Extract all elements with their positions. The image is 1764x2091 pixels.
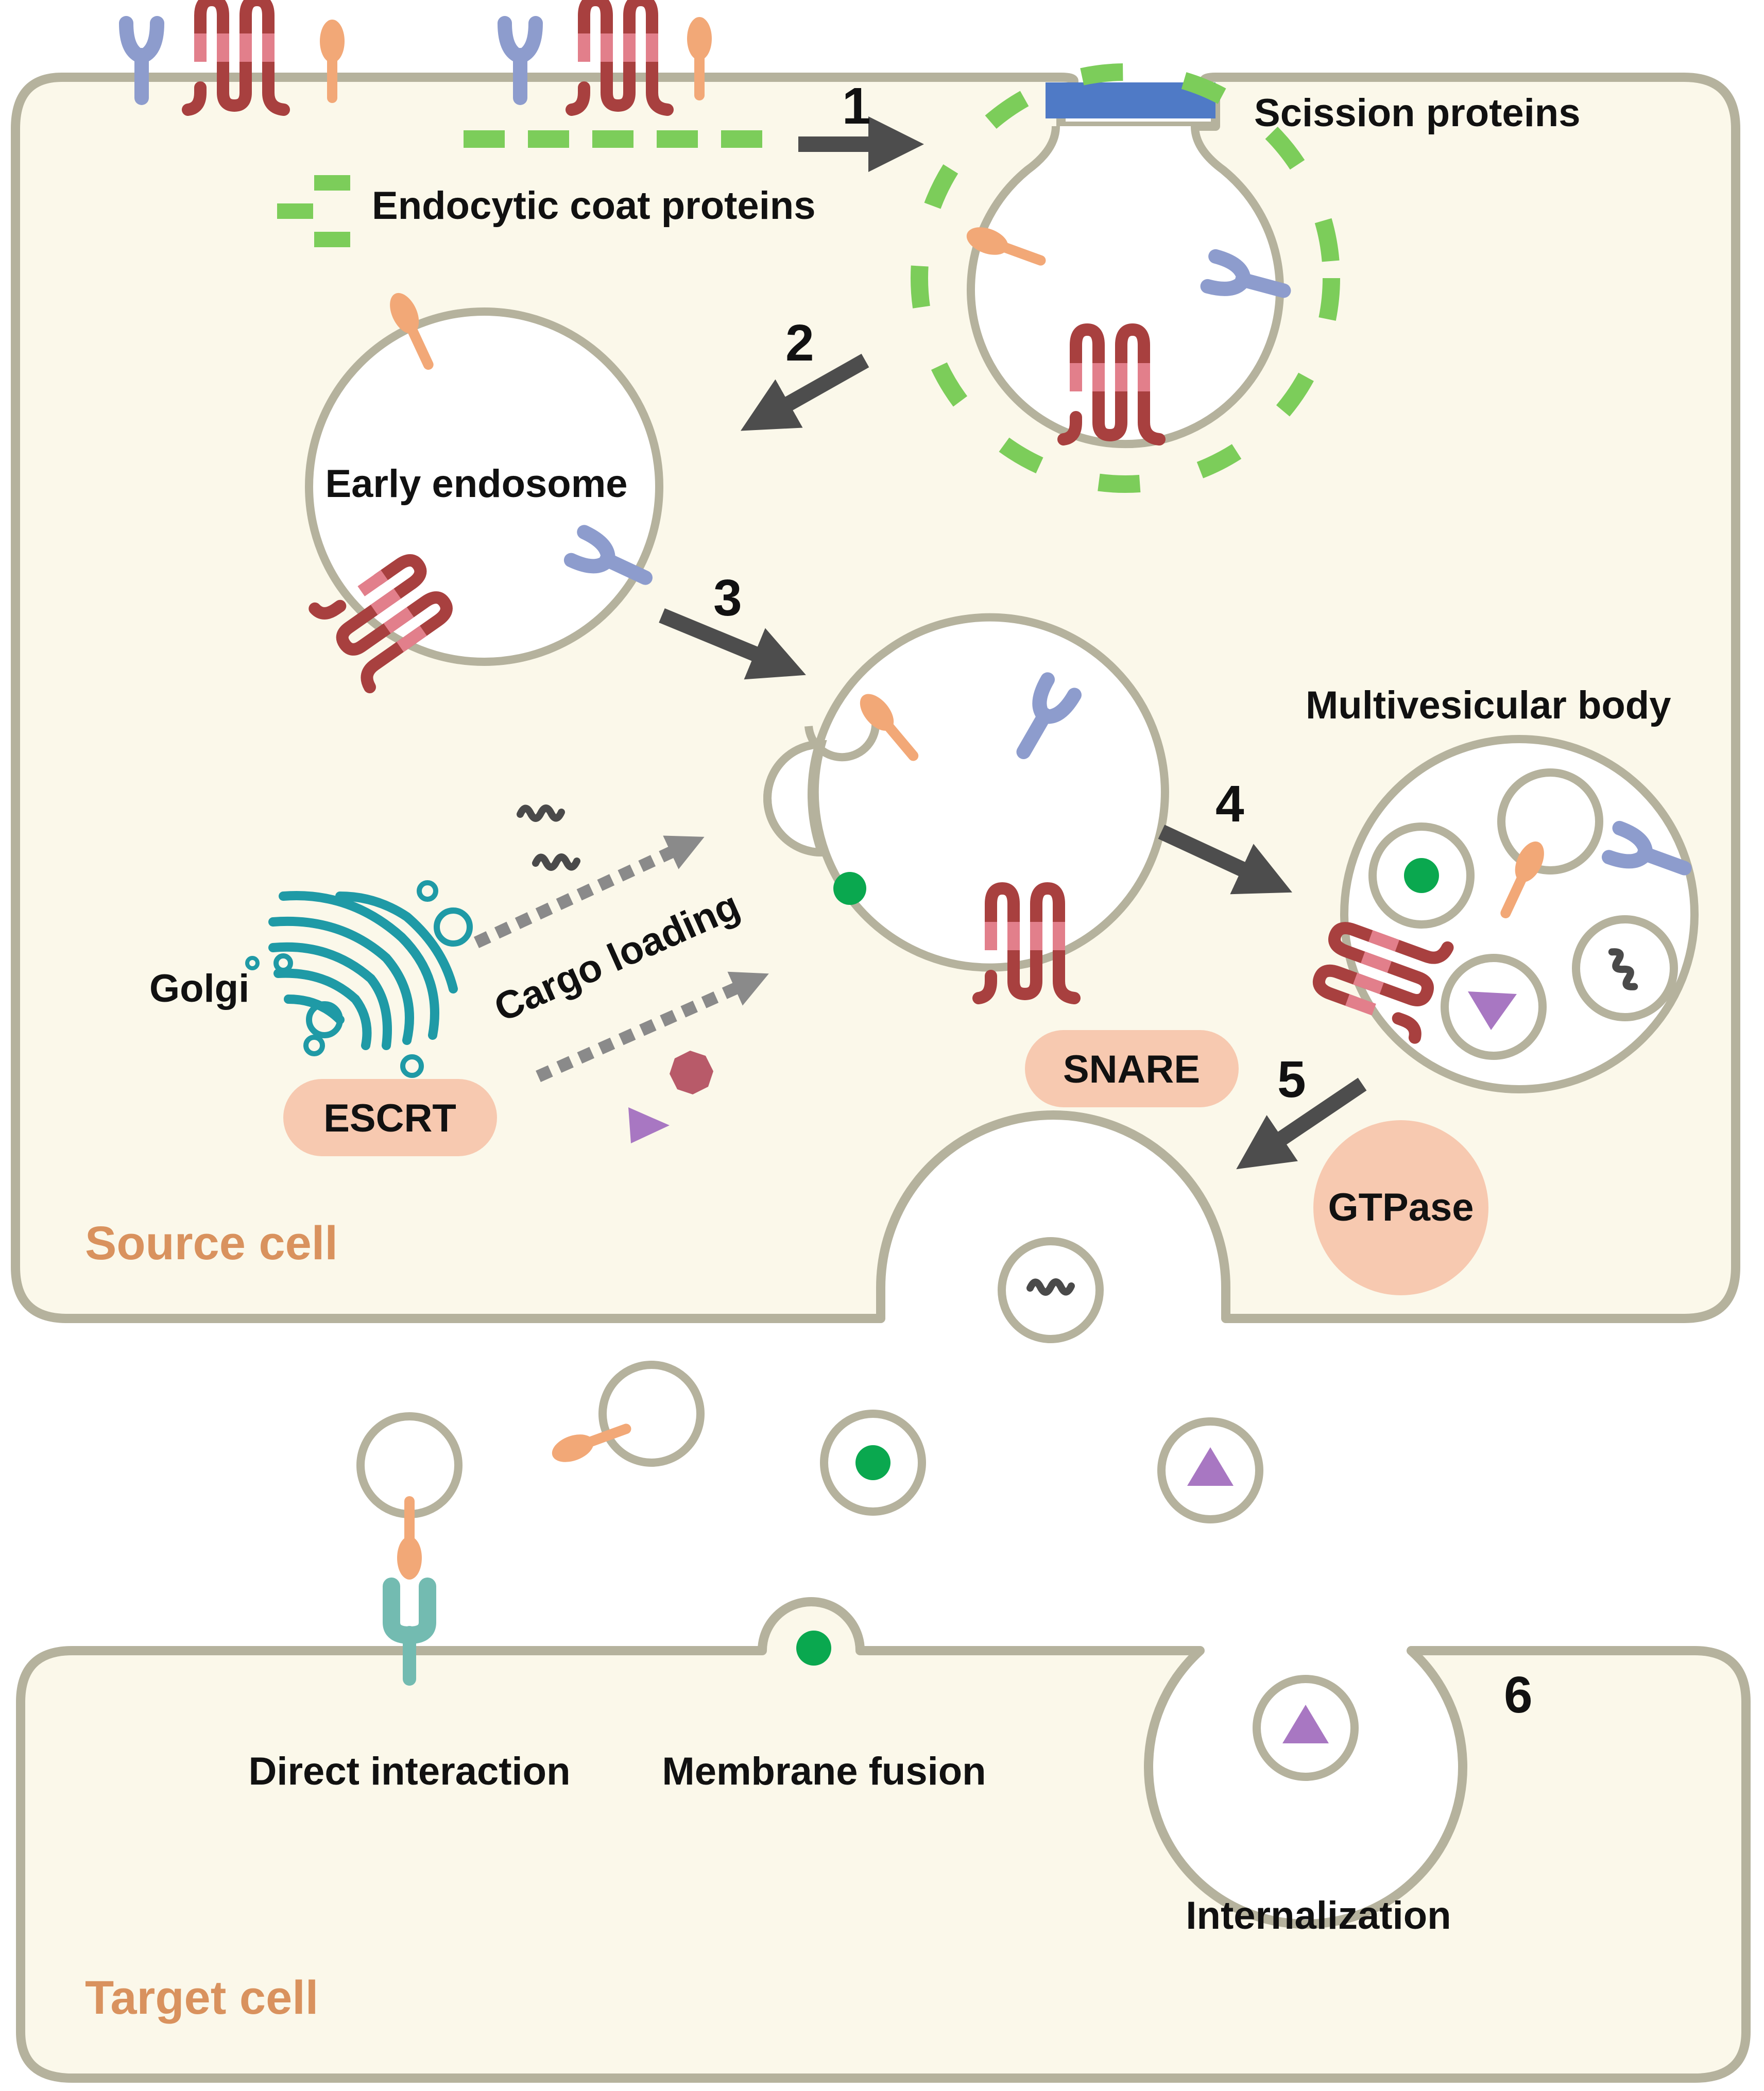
green-cargo-icon xyxy=(855,1445,890,1480)
gtpase-circle xyxy=(1313,1120,1488,1295)
step-1-number: 1 xyxy=(842,77,871,135)
hexagon-cargo-icon xyxy=(670,1051,713,1094)
intraluminal-vesicle xyxy=(1497,768,1603,875)
snare-label: SNARE xyxy=(1063,1048,1200,1091)
triangle-cargo-icon xyxy=(1468,991,1517,1030)
step-3-number: 3 xyxy=(713,569,742,627)
golgi-label: Golgi xyxy=(149,967,249,1010)
cargo-arrow-lower xyxy=(536,971,769,1082)
target-cell-membrane xyxy=(16,1597,1751,2083)
golgi-icon xyxy=(245,880,473,1078)
step-3-arrow xyxy=(659,608,806,680)
green-cargo-icon xyxy=(1404,858,1439,893)
step-4-number: 4 xyxy=(1215,775,1244,833)
step-6-number: 6 xyxy=(1504,1666,1533,1724)
green-cargo-icon xyxy=(796,1631,831,1666)
early-endosome-label: Early endosome xyxy=(325,462,627,506)
scission-proteins-label: Scission proteins xyxy=(1254,91,1581,135)
triangle-cargo-icon xyxy=(628,1107,670,1143)
step-5-number: 5 xyxy=(1277,1051,1306,1108)
escrt-pill xyxy=(283,1079,497,1156)
exosome xyxy=(598,1361,705,1467)
coat-protein-legend-icon xyxy=(277,175,350,247)
snare-pill xyxy=(1025,1030,1239,1107)
invagination-membrane xyxy=(763,740,822,856)
triangle-cargo-icon xyxy=(1187,1447,1234,1486)
triangle-cargo-icon xyxy=(1282,1705,1329,1743)
green-cargo-icon xyxy=(833,872,866,905)
source-cell-title: Source cell xyxy=(85,1217,338,1270)
target-receptor-icon xyxy=(383,1578,436,1686)
step-5-arrow xyxy=(1236,1077,1367,1170)
coat-proteins-label: Endocytic coat proteins xyxy=(372,184,816,228)
coat-ring xyxy=(911,63,1340,493)
target-cell-title: Target cell xyxy=(85,1972,318,2024)
early-endosome xyxy=(305,307,663,666)
escrt-label: ESCRT xyxy=(323,1096,456,1140)
membrane-fusion-label: Membrane fusion xyxy=(662,1750,986,1793)
step-2-number: 2 xyxy=(785,314,814,372)
internalization-label: Internalization xyxy=(1186,1894,1451,1938)
mvb-label: Multivesicular body xyxy=(1306,683,1671,727)
invagination-small xyxy=(804,721,880,762)
step-4-arrow xyxy=(1158,825,1292,895)
step-2-arrow xyxy=(740,353,869,431)
budding-vesicle xyxy=(967,126,1284,449)
cargo-arrow-upper xyxy=(473,835,705,948)
direct-interaction-label: Direct interaction xyxy=(248,1750,570,1793)
gtpase-label: GTPase xyxy=(1328,1186,1474,1229)
